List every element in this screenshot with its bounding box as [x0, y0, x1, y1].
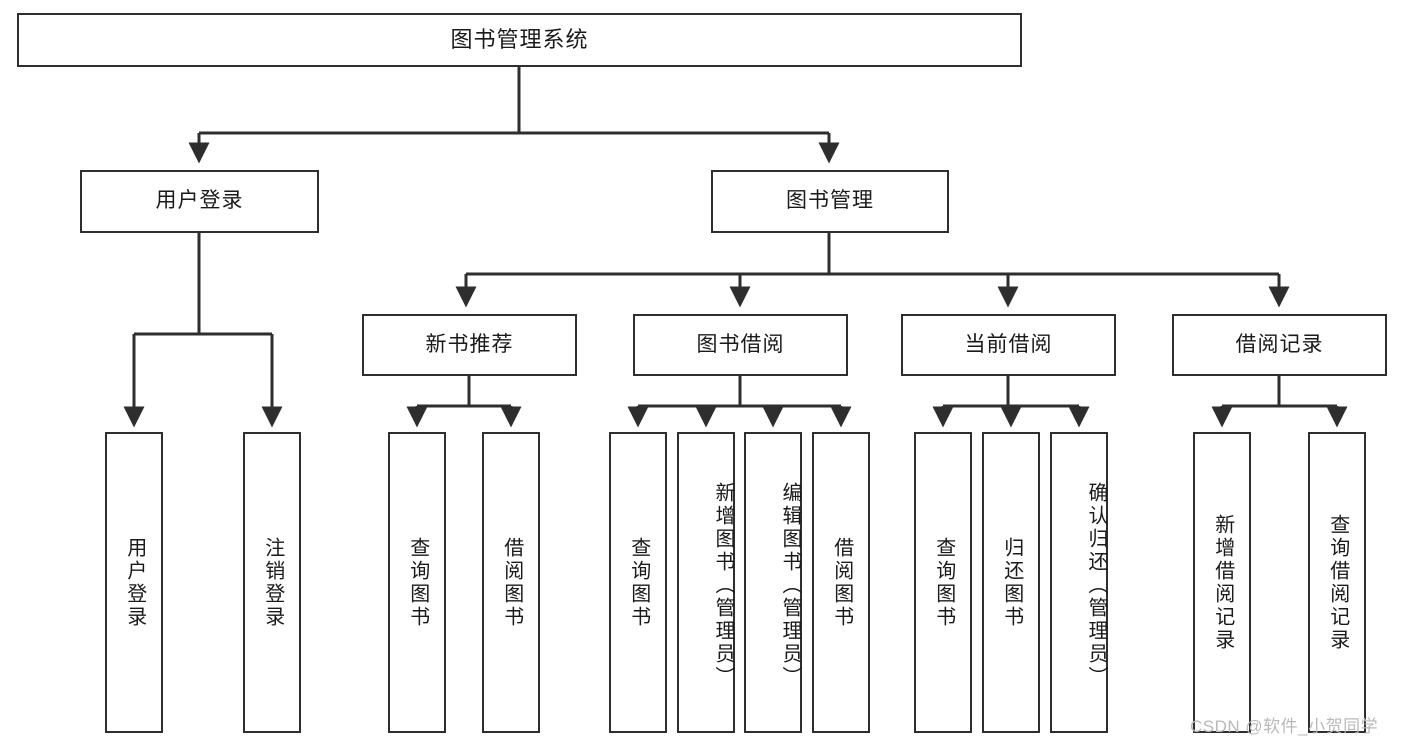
leaf-borrow-add-book-label: 新增图书（管理员） — [712, 482, 734, 689]
node-user-login[interactable]: 用户登录 — [80, 170, 319, 233]
leaf-borrow-edit-book[interactable]: 编辑图书（管理员） — [744, 432, 802, 733]
leaf-current-query-book-label: 查询图书 — [932, 536, 955, 629]
leaf-user-login[interactable]: 用户登录 — [105, 432, 163, 733]
node-borrow-record-label: 借阅记录 — [1235, 332, 1324, 356]
node-root-label: 图书管理系统 — [450, 27, 589, 53]
leaf-recommend-query-book-label: 查询图书 — [406, 536, 429, 629]
node-user-login-label: 用户登录 — [155, 189, 244, 213]
leaf-record-add-label: 新增借阅记录 — [1211, 513, 1234, 652]
leaf-record-query-label: 查询借阅记录 — [1326, 513, 1349, 652]
leaf-recommend-borrow-book[interactable]: 借阅图书 — [482, 432, 540, 733]
leaf-borrow-query-book-label: 查询图书 — [627, 536, 650, 629]
leaf-user-login-label: 用户登录 — [123, 536, 146, 629]
node-root[interactable]: 图书管理系统 — [17, 13, 1022, 67]
node-new-book-recommend-label: 新书推荐 — [425, 332, 514, 356]
node-borrow-record[interactable]: 借阅记录 — [1172, 314, 1387, 376]
leaf-borrow-query-book[interactable]: 查询图书 — [609, 432, 667, 733]
node-book-management[interactable]: 图书管理 — [711, 170, 949, 233]
node-new-book-recommend[interactable]: 新书推荐 — [362, 314, 577, 376]
leaf-recommend-borrow-book-label: 借阅图书 — [500, 536, 523, 629]
leaf-current-confirm-return-label: 确认归还（管理员） — [1085, 482, 1107, 689]
leaf-borrow-borrow-book[interactable]: 借阅图书 — [812, 432, 870, 733]
node-book-borrow[interactable]: 图书借阅 — [633, 314, 848, 376]
leaf-current-query-book[interactable]: 查询图书 — [914, 432, 972, 733]
leaf-record-query[interactable]: 查询借阅记录 — [1308, 432, 1366, 733]
leaf-borrow-add-book[interactable]: 新增图书（管理员） — [677, 432, 735, 733]
leaf-user-logout[interactable]: 注销登录 — [243, 432, 301, 733]
node-current-borrow[interactable]: 当前借阅 — [901, 314, 1116, 376]
csdn-watermark: CSDN @软件_小贺同学 — [1190, 717, 1379, 736]
node-book-management-label: 图书管理 — [786, 189, 874, 213]
leaf-current-confirm-return[interactable]: 确认归还（管理员） — [1050, 432, 1108, 733]
leaf-current-return-book[interactable]: 归还图书 — [982, 432, 1040, 733]
leaf-record-add[interactable]: 新增借阅记录 — [1193, 432, 1251, 733]
leaf-borrow-borrow-book-label: 借阅图书 — [830, 536, 853, 629]
node-book-borrow-label: 图书借阅 — [696, 332, 785, 356]
leaf-borrow-edit-book-label: 编辑图书（管理员） — [779, 482, 801, 689]
leaf-user-logout-label: 注销登录 — [261, 536, 284, 629]
node-current-borrow-label: 当前借阅 — [964, 332, 1053, 356]
leaf-recommend-query-book[interactable]: 查询图书 — [388, 432, 446, 733]
leaf-current-return-book-label: 归还图书 — [1000, 536, 1023, 629]
